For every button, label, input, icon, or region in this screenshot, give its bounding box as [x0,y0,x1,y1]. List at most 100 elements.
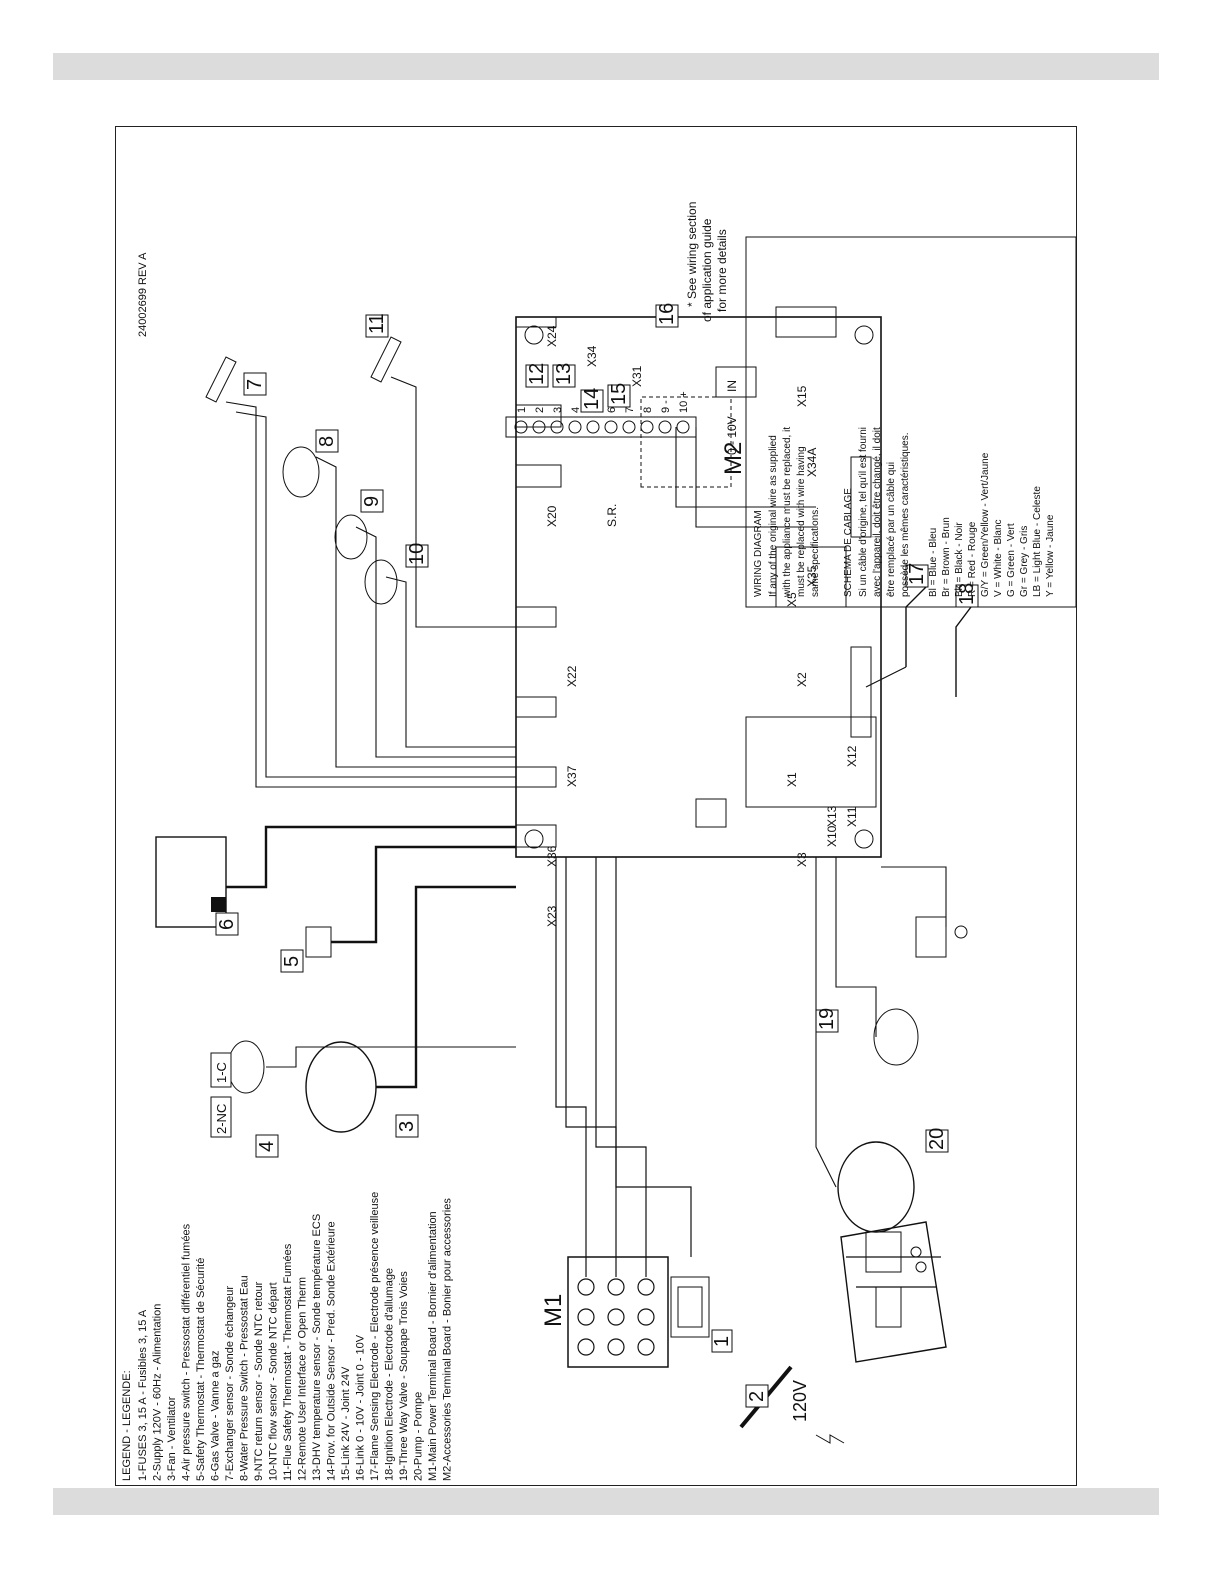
m1-wires [555,857,941,1288]
connector-label: X13 [825,805,839,827]
connector-label: S.R. [605,504,619,527]
legend-item: 5-Safety Thermostat - Thermostat de Sécu… [195,1258,207,1481]
connector-label: X2 [795,672,809,687]
connector-label: X31 [630,365,644,387]
water-pressure-switch: 8 [282,429,339,498]
legend-item: 20-Pump - Pompe [413,1392,425,1481]
connector-label: X10 [825,825,839,847]
component-number-14: 14 [581,388,603,410]
connector-label: X37 [565,765,579,787]
legend-item: 13-DHV temperature sensor - Sonde tempér… [311,1214,323,1481]
wiring-note-fr-title: SCHEMA DE CABLAGE [843,488,854,597]
wiring-note-line: same specifications. [810,507,821,597]
wiring-note-fr-line: Si un câble d'origine, tel qu'il est fou… [858,427,869,597]
svg-text:for more details: for more details [715,229,729,312]
supply-label: 120V [790,1380,810,1422]
component-number-16: 16 [656,303,678,325]
connector-label: X1 [785,772,799,787]
wiring-note-line: must be replaced with wire having [796,446,807,597]
ground-terminal [915,916,968,958]
m1-label: M1 [540,1294,567,1327]
component-number-9: 9 [361,496,383,507]
legend-item: 12-Remote User Interface or Open Therm [297,1277,309,1481]
component-number-18: 18 [956,583,978,605]
wiring-note-line: If any of the original wire as supplied [768,435,779,597]
see-note: * See wiring section of application guid… [685,202,729,322]
legend-item: M2-Accessories Terminal Board - Bonier p… [442,1198,454,1481]
m2-pin-label: 3 [552,407,564,413]
component-number-6: 6 [216,919,238,930]
wiring-note-fr-line: être remplacé par un câble qui [886,462,897,597]
legend-item: 9-NTC return sensor - Sonde NTC retour [253,1281,265,1481]
switch-label-1c: 1-C [214,1062,229,1083]
main-control-board [515,306,882,858]
ntc-flow-sensor: 10 [364,543,429,605]
connector-label: X24 [545,325,559,347]
connector-label: X3 [795,852,809,867]
gas-valve: 6 [155,836,239,936]
accessory-board [840,1221,947,1363]
electrodes: 17 18 [905,563,979,697]
connector-label: X22 [565,665,579,687]
component-number-17: 17 [906,563,928,585]
safety-thermostat: 5 [280,926,332,973]
connector-label: X15 [795,385,809,407]
three-way-valve: 19 [815,1008,919,1066]
component-number-11: 11 [366,313,388,334]
connector-label: X12 [845,745,859,767]
svg-text:of application guide: of application guide [700,218,714,322]
m2-range-label: 0 - 10V [725,416,739,455]
wiring-note-fr-line: possède les mêmes caractéristiques. [900,432,911,597]
switch-label-2nc: 2-NC [214,1104,229,1134]
wiring-note-line: with the appliance must be replaced, it [782,427,793,598]
color-key-line: Bl = Blue - Bleu [928,528,939,597]
connector-label: X34A [805,448,819,477]
m2-pin-label: 9 - [660,400,672,413]
legend-item: 3-Fan - Ventilator [166,1396,178,1481]
m2-label: M2 [720,442,747,475]
wiring-note-title: WIRING DIAGRAM [753,510,764,597]
color-key-line: Y = Yellow - Jaune [1045,514,1056,597]
fan: 3 [305,1041,419,1138]
legend-title: LEGEND - LEGENDE: [121,1370,133,1481]
component-number-13: 13 [553,363,575,385]
color-key-line: V = White - Blanc [993,519,1004,597]
air-pressure-switch: 1-C 2-NC 4 [210,1040,279,1158]
legend-item: 7-Exchanger sensor - Sonde échangeur [224,1286,236,1481]
component-number-7: 7 [244,379,266,390]
m2-pin-label: 6 [606,407,618,413]
wiring-note-fr-line: avec l'appareil, doit être changé, il do… [872,427,883,597]
component-number-5: 5 [281,956,303,967]
m2-pin-label: 2 [534,407,546,413]
legend-item: 15-Link 24V - Joint 24V [340,1366,352,1481]
m2-in-label: IN [725,380,739,392]
wiring-note: WIRING DIAGRAM If any of the original wi… [745,236,1077,608]
component-number-12: 12 [526,363,548,385]
doc-ref: 24002699 REV A [137,252,149,337]
connector-label: X34 [585,345,599,367]
legend-item: M1-Main Power Terminal Board - Bornier d… [427,1211,439,1481]
m2-pin-label: 10 + [678,391,690,413]
legend-item: 14-Prov. for Outside Sensor - Pred. Sond… [326,1221,338,1481]
m2-pin-label: 7 [624,407,636,413]
supply-120v: 2 120V [739,1365,845,1444]
color-key-line: G/Y = Green/Yellow - Vert/Jaune [980,452,991,597]
wiring-diagram-svg: LEGEND - LEGENDE: 1-FUSES 3, 15 A - Fusi… [121,202,1077,1481]
legend-item: 11-Flue Safety Thermostat - Thermostat F… [282,1243,294,1481]
component-number-1: 1 [711,1336,733,1347]
wiring-diagram-frame: LEGEND - LEGENDE: 1-FUSES 3, 15 A - Fusi… [115,126,1077,1486]
legend: LEGEND - LEGENDE: 1-FUSES 3, 15 A - Fusi… [121,1192,454,1481]
component-number-10: 10 [406,543,428,565]
svg-text:* See wiring section: * See wiring section [685,202,699,307]
m2-pin-label: 1 [516,407,528,413]
component-number-8: 8 [316,436,338,447]
component-number-19: 19 [816,1008,838,1030]
connector-label: X20 [545,505,559,527]
component-number-4: 4 [256,1141,278,1152]
legend-item: 6-Gas Valve - Vanne a gaz [210,1351,222,1481]
color-key-line: G = Green - Vert [1006,523,1017,597]
component-number-20: 20 [926,1128,948,1150]
pump: 20 [837,1128,949,1233]
connector-label: X11 [845,806,859,827]
